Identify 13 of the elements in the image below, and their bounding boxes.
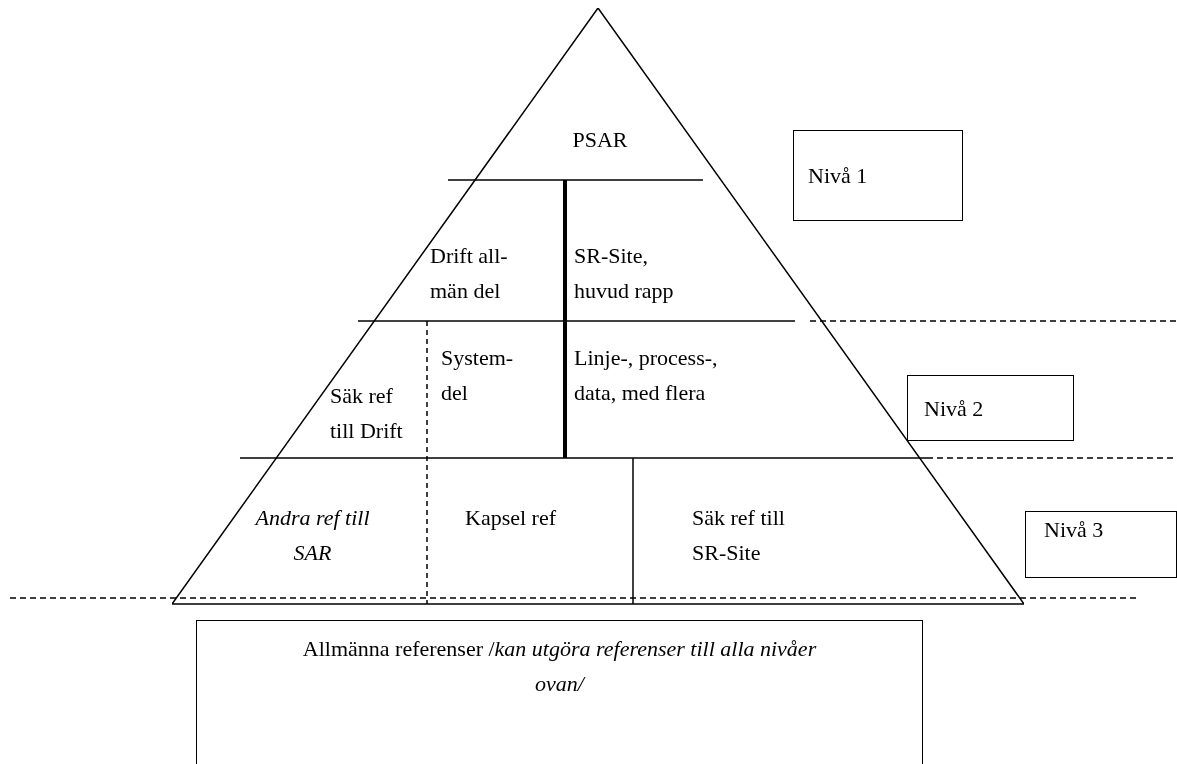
cell-label: Säk ref till SR-Site [692,500,824,570]
level-box: Nivå 1 [793,130,963,221]
cell-label: Linje-, process-, data, med flera [574,340,754,410]
cell-label: PSAR [560,122,640,157]
cell-label: Drift all-män del [430,238,535,308]
level-box: Nivå 2 [907,375,1074,441]
cell-label: Säk ref till Drift [330,378,404,448]
level-box: Nivå 3 [1025,511,1177,578]
cell-label: SR-Site, huvud rapp [574,238,699,308]
cell-label: System-del [441,340,523,410]
cell-label: Kapsel ref [465,500,585,535]
cell-label: Andra ref till SAR [255,500,370,570]
note-box: Allmänna referenser /kan utgöra referenser till alla nivåer ovan/ [196,620,923,764]
